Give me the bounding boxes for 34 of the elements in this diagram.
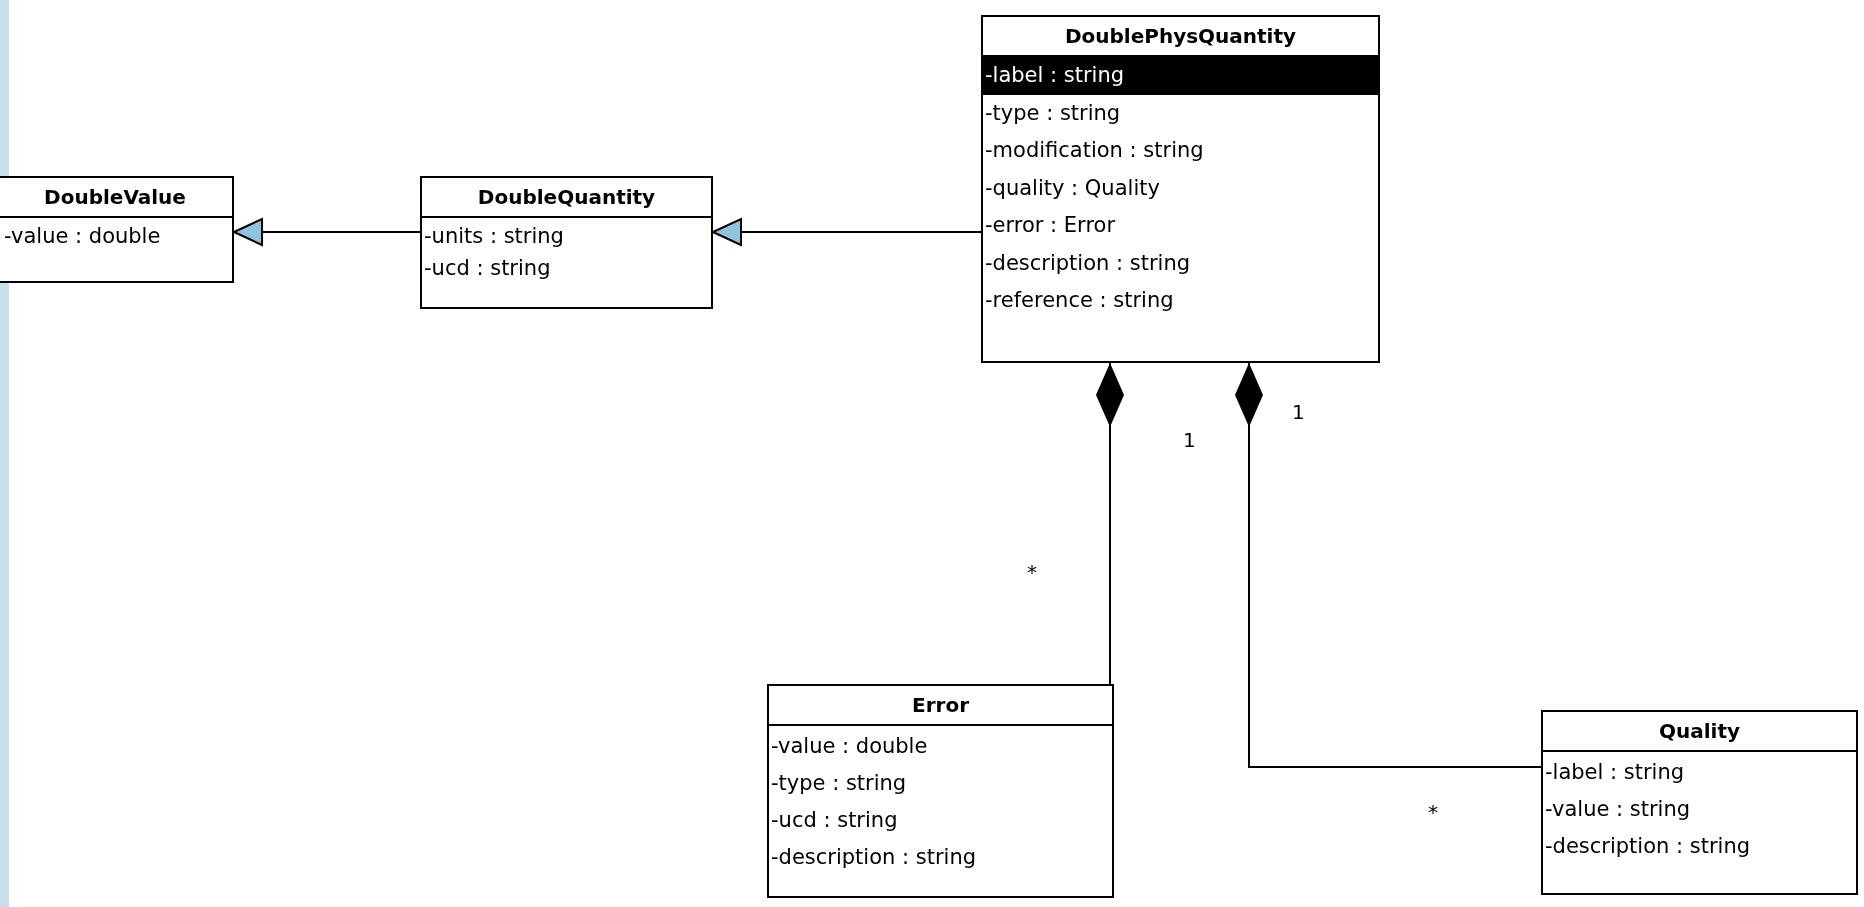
class-name: Error [769, 686, 1112, 726]
attribute: -label : string [983, 57, 1378, 95]
multiplicity: * [1428, 800, 1438, 824]
attribute: -units : string [423, 223, 565, 250]
class-box [0, 176, 234, 283]
attribute: -modification : string [984, 137, 1205, 164]
attribute: -type : string [984, 99, 1122, 127]
attribute: -value : double [3, 223, 162, 250]
class-name: DoubleQuantity [422, 178, 711, 218]
attribute: -error : Error [984, 212, 1117, 239]
composition-line [1235, 362, 1542, 768]
multiplicity: 1 [1292, 400, 1305, 424]
attribute: -value : string [1544, 796, 1692, 823]
class-name: DoubleValue [0, 178, 232, 218]
attribute: -type : string [770, 770, 908, 797]
attribute: -value : double [770, 733, 929, 760]
attribute: -quality : Quality [984, 174, 1161, 202]
multiplicity: 1 [1183, 428, 1196, 452]
class-box [981, 15, 1380, 363]
attribute: -reference : string [984, 287, 1175, 314]
multiplicity: * [1027, 560, 1037, 584]
class-name: Quality [1543, 712, 1856, 752]
attribute: -ucd : string [423, 255, 552, 282]
composition-line [1096, 362, 1124, 685]
attribute: -description : string [984, 249, 1192, 277]
attribute: -description : string [770, 844, 978, 871]
generalization-arrow [712, 218, 982, 246]
class-box [767, 684, 1114, 898]
generalization-arrow [233, 218, 421, 246]
attribute: -label : string [1544, 759, 1686, 786]
attribute: -description : string [1544, 833, 1752, 860]
attribute: -ucd : string [770, 807, 899, 834]
class-box [420, 176, 713, 309]
class-box [1541, 710, 1858, 895]
